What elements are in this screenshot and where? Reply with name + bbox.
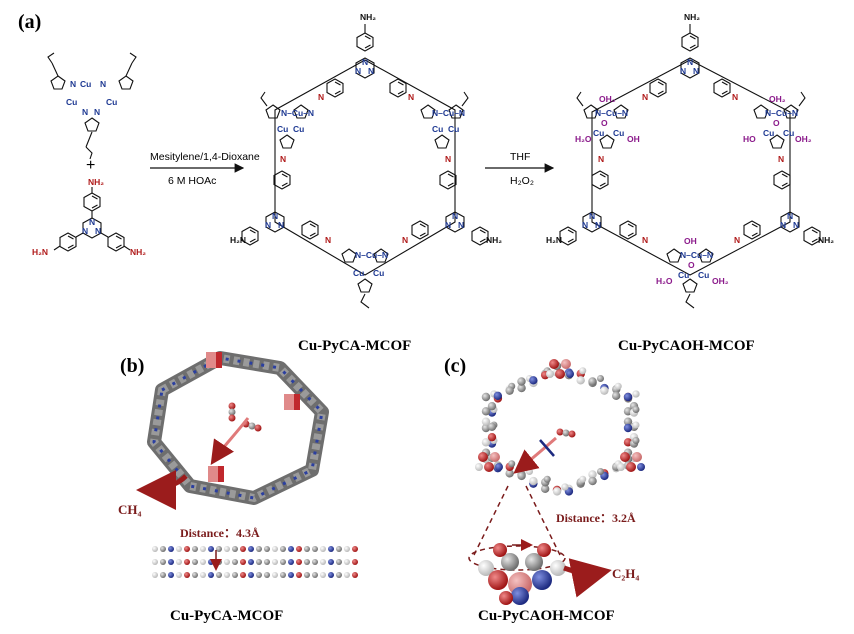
h2n-label-left: H₂N [32,247,48,257]
svg-text:OH₂: OH₂ [769,94,786,104]
svg-text:N: N [778,154,784,164]
ch4-arrow [136,469,188,510]
step2-reagent-bottom: H₂O₂ [510,175,534,187]
cu-atom-label: Cu [80,79,91,89]
svg-text:Cu: Cu [448,124,459,134]
svg-text:HO: HO [743,134,756,144]
svg-text:O: O [773,118,780,128]
panel-c-pore-model [474,359,646,496]
b-caption: Cu-PyCA-MCOF [170,608,283,624]
svg-text:Cu: Cu [66,97,77,107]
plus-sign: + [86,157,95,174]
svg-text:H₂N: H₂N [230,235,246,245]
ch4-label: CH₄ [118,502,142,517]
product1-caption: Cu-PyCA-MCOF [298,338,411,354]
svg-text:N: N [445,154,451,164]
svg-text:N: N [318,92,324,102]
panel-b-stacking-layers [152,546,358,578]
step1-reagent-top: Mesitylene/1,4-Dioxane [150,151,260,163]
svg-text:Cu: Cu [106,97,117,107]
svg-text:NH₂: NH₂ [684,12,700,22]
svg-text:N: N [732,92,738,102]
svg-text:N–Cu–N: N–Cu–N [595,108,628,118]
blocked-co2-path [513,428,576,474]
svg-text:N: N [82,107,88,117]
precursor-triamine: NH₂ H₂N NH₂ [32,177,146,257]
precursor-cu-trimer: N Cu N Cu Cu N N [47,52,137,160]
svg-text:Cu: Cu [783,128,794,138]
svg-text:OH₂: OH₂ [599,94,616,104]
c2h4-arrow [563,558,612,598]
svg-text:N–Cu–N: N–Cu–N [281,108,314,118]
svg-text:N: N [100,79,106,89]
panel-b-pore-model [136,351,329,510]
svg-text:H₂O: H₂O [575,134,592,144]
svg-text:Cu: Cu [613,128,624,138]
svg-text:N: N [642,92,648,102]
step2-reagent-top: THF [510,151,530,163]
c-caption: Cu-PyCAOH-MCOF [478,608,615,624]
panel-a-label: (a) [18,11,41,33]
svg-text:N: N [402,235,408,245]
svg-text:H₂N: H₂N [546,235,562,245]
svg-text:Cu: Cu [373,268,384,278]
svg-text:N–Cu–N: N–Cu–N [432,108,465,118]
svg-text:Cu: Cu [277,124,288,134]
panel-b-label: (b) [120,355,144,377]
svg-text:N–Cu–N: N–Cu–N [680,250,713,260]
svg-text:N–Cu–N: N–Cu–N [355,250,388,260]
svg-text:OH: OH [627,134,640,144]
svg-text:Cu: Cu [678,270,689,280]
svg-text:N: N [94,107,100,117]
nh2-label-right: NH₂ [130,247,146,257]
svg-text:O: O [601,118,608,128]
svg-text:N: N [408,92,414,102]
svg-text:Cu: Cu [593,128,604,138]
svg-text:Cu: Cu [698,270,709,280]
svg-text:Cu: Cu [432,124,443,134]
c-distance-label: Distance：3.2Å [556,511,636,525]
b-distance-label: Distance：4.3Å [180,526,260,540]
svg-text:N–Cu–N: N–Cu–N [765,108,798,118]
svg-text:Cu: Cu [293,124,304,134]
svg-text:OH₂: OH₂ [795,134,812,144]
step1-reagent-bottom: 6 M HOAc [168,175,216,187]
svg-text:Cu: Cu [763,128,774,138]
svg-text:Cu: Cu [353,268,364,278]
svg-text:N: N [598,154,604,164]
svg-text:O: O [688,260,695,270]
svg-text:N: N [642,235,648,245]
svg-text:OH: OH [684,236,697,246]
reaction-arrow-2: THF H₂O₂ [485,151,555,187]
svg-text:N: N [325,235,331,245]
svg-text:N: N [70,79,76,89]
reaction-arrow-1: Mesitylene/1,4-Dioxane 6 M HOAc [150,151,260,187]
svg-text:N: N [734,235,740,245]
nh2-label-top: NH₂ [88,177,104,187]
panel-c-label: (c) [444,355,466,377]
product2-caption: Cu-PyCAOH-MCOF [618,338,755,354]
svg-text:H₂O: H₂O [656,276,673,286]
svg-text:NH₂: NH₂ [486,235,502,245]
c2h4-label: C₂H₄ [612,566,639,581]
co2-molecule-1 [228,402,236,422]
svg-text:NH₂: NH₂ [360,12,376,22]
active-site-zoom [478,539,566,605]
zoom-cone [468,485,566,571]
svg-text:N: N [280,154,286,164]
svg-text:OH₂: OH₂ [712,276,729,286]
svg-text:NH₂: NH₂ [818,235,834,245]
